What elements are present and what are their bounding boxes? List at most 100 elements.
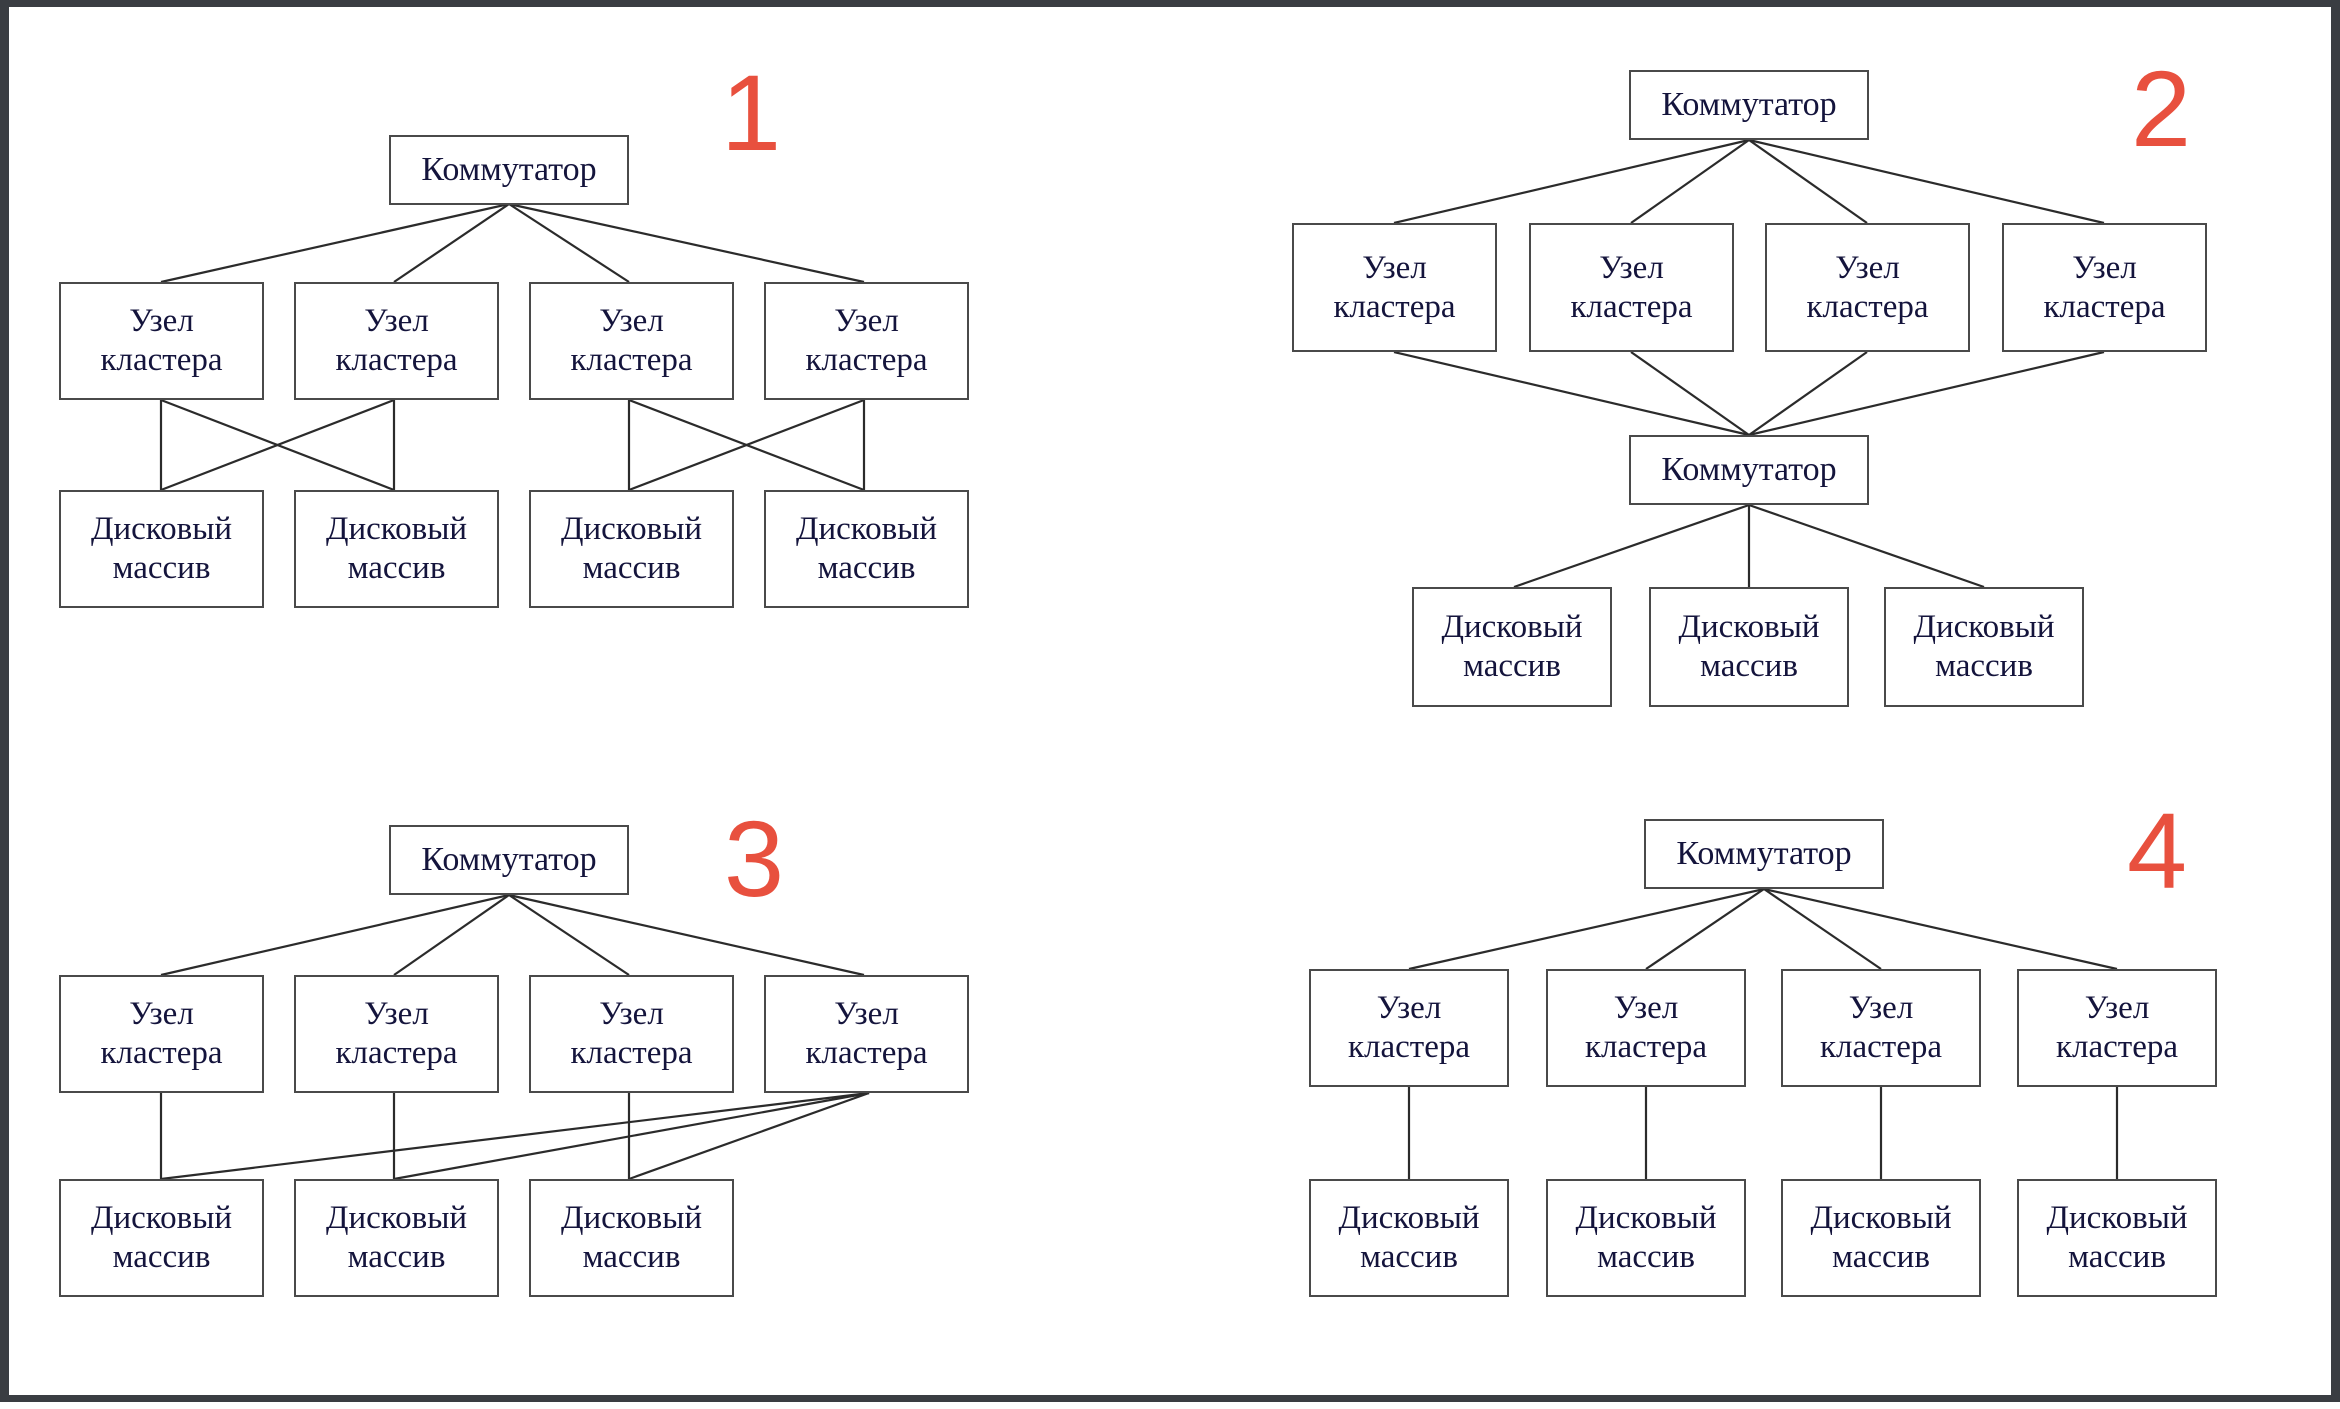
disk-label-line1: Дисковый xyxy=(325,1200,468,1237)
diagram-3-cluster-node-4[interactable]: Узел кластера xyxy=(764,975,969,1093)
disk-label-line2: массив xyxy=(347,1239,446,1275)
diagram-1-disk-array-4[interactable]: Дисковый массив xyxy=(764,490,969,608)
diagram-3-disk-array-2[interactable]: Дисковый массив xyxy=(294,1179,499,1297)
node-label-line2: кластера xyxy=(1819,1029,1942,1065)
diagram-1-switch[interactable]: Коммутатор xyxy=(389,135,629,205)
diagram-1-cluster-node-3[interactable]: Узел кластера xyxy=(529,282,734,400)
node-label-line1: Узел xyxy=(599,303,664,340)
diagram-3-cluster-node-3[interactable]: Узел кластера xyxy=(529,975,734,1093)
node-label-line1: Узел xyxy=(129,996,194,1033)
diagram-3-disk-array-1[interactable]: Дисковый массив xyxy=(59,1179,264,1297)
disk-label-line1: Дисковый xyxy=(1810,1200,1952,1237)
diagram-1-cluster-node-4[interactable]: Узел кластера xyxy=(764,282,969,400)
disk-label-line1: Дисковый xyxy=(1338,1200,1480,1237)
node-label-line2: кластера xyxy=(570,342,693,378)
diagram-1-disk-array-1[interactable]: Дисковый массив xyxy=(59,490,264,608)
diagram-4-cluster-node-4[interactable]: Узел кластера xyxy=(2017,969,2217,1087)
switch-label: Коммутатор xyxy=(421,150,597,188)
disk-label-line1: Дисковый xyxy=(90,511,233,548)
disk-label-line2: массив xyxy=(582,1239,681,1275)
disk-label-line1: Дисковый xyxy=(90,1200,233,1237)
node-label-line1: Узел xyxy=(1362,249,1427,286)
disk-label-line2: массив xyxy=(1597,1239,1695,1275)
node-label-line1: Узел xyxy=(1613,990,1679,1027)
diagram-4-switch[interactable]: Коммутатор xyxy=(1644,819,1884,889)
disk-label-line1: Дисковый xyxy=(1913,609,2055,646)
disk-label-line1: Дисковый xyxy=(1575,1200,1717,1237)
node-label-line2: кластера xyxy=(100,1035,223,1071)
diagram-4-disk-array-1[interactable]: Дисковый массив xyxy=(1309,1179,1509,1297)
diagram-2-cluster-node-2[interactable]: Узел кластера xyxy=(1529,223,1734,352)
disk-label-line2: массив xyxy=(112,1239,211,1275)
diagram-2-disk-array-2[interactable]: Дисковый массив xyxy=(1649,587,1849,707)
diagram-4-cluster-node-3[interactable]: Узел кластера xyxy=(1781,969,1981,1087)
disk-label-line2: массив xyxy=(1360,1239,1458,1275)
switch-label: Коммутатор xyxy=(1661,450,1837,488)
node-label-line2: кластера xyxy=(570,1035,693,1071)
disk-label-line1: Дисковый xyxy=(325,511,468,548)
disk-label-line1: Дисковый xyxy=(1678,609,1820,646)
diagram-2-cluster-node-1[interactable]: Узел кластера xyxy=(1292,223,1497,352)
disk-label-line2: массив xyxy=(817,550,916,586)
diagram-4-disk-array-4[interactable]: Дисковый массив xyxy=(2017,1179,2217,1297)
diagram-4-cluster-node-2[interactable]: Узел кластера xyxy=(1546,969,1746,1087)
disk-label-line2: массив xyxy=(1700,648,1798,684)
diagram-4-disk-array-3[interactable]: Дисковый массив xyxy=(1781,1179,1981,1297)
node-label-line1: Узел xyxy=(364,303,429,340)
switch-label: Коммутатор xyxy=(1661,85,1837,123)
diagram-3-number: 3 xyxy=(724,798,785,919)
diagram-2-switch-top[interactable]: Коммутатор xyxy=(1629,70,1869,140)
disk-label-line2: массив xyxy=(347,550,446,586)
node-label-line1: Узел xyxy=(1848,990,1914,1027)
node-label-line1: Узел xyxy=(1376,990,1442,1027)
node-label-line2: кластера xyxy=(805,342,928,378)
diagram-3-switch[interactable]: Коммутатор xyxy=(389,825,629,895)
node-label-line1: Узел xyxy=(129,303,194,340)
node-label-line2: кластера xyxy=(1584,1029,1707,1065)
diagram-4-disk-array-2[interactable]: Дисковый массив xyxy=(1546,1179,1746,1297)
disk-label-line2: массив xyxy=(1832,1239,1930,1275)
disk-label-line2: массив xyxy=(582,550,681,586)
node-label-line1: Узел xyxy=(834,303,899,340)
diagram-3-cluster-node-1[interactable]: Узел кластера xyxy=(59,975,264,1093)
diagram-1-cluster-node-2[interactable]: Узел кластера xyxy=(294,282,499,400)
node-label-line1: Узел xyxy=(1599,249,1664,286)
node-label-line2: кластера xyxy=(1570,288,1693,325)
node-label-line1: Узел xyxy=(599,996,664,1033)
node-label-line2: кластера xyxy=(805,1035,928,1071)
switch-label: Коммутатор xyxy=(421,840,597,878)
diagram-3-cluster-node-2[interactable]: Узел кластера xyxy=(294,975,499,1093)
node-label-line2: кластера xyxy=(335,342,458,378)
diagram-4-number: 4 xyxy=(2127,790,2188,911)
node-label-line1: Узел xyxy=(834,996,899,1033)
node-label-line2: кластера xyxy=(1333,288,1456,325)
node-label-line2: кластера xyxy=(1806,288,1929,325)
node-label-line2: кластера xyxy=(1347,1029,1470,1065)
diagram-2-disk-array-1[interactable]: Дисковый массив xyxy=(1412,587,1612,707)
node-label-line1: Узел xyxy=(1835,249,1900,286)
disk-label-line1: Дисковый xyxy=(2046,1200,2188,1237)
disk-label-line2: массив xyxy=(2068,1239,2166,1275)
diagram-3-disk-array-3[interactable]: Дисковый массив xyxy=(529,1179,734,1297)
diagram-2-cluster-node-3[interactable]: Узел кластера xyxy=(1765,223,1970,352)
disk-label-line1: Дисковый xyxy=(795,511,938,548)
disk-label-line1: Дисковый xyxy=(560,511,703,548)
diagram-1-disk-array-2[interactable]: Дисковый массив xyxy=(294,490,499,608)
node-label-line2: кластера xyxy=(2055,1029,2178,1065)
diagram-2-disk-array-3[interactable]: Дисковый массив xyxy=(1884,587,2084,707)
node-label-line2: кластера xyxy=(2043,288,2166,325)
disk-label-line1: Дисковый xyxy=(1441,609,1583,646)
diagram-4-cluster-node-1[interactable]: Узел кластера xyxy=(1309,969,1509,1087)
disk-label-line2: массив xyxy=(1935,648,2033,684)
node-label-line1: Узел xyxy=(2072,249,2137,286)
diagram-1-disk-array-3[interactable]: Дисковый массив xyxy=(529,490,734,608)
diagram-1-cluster-node-1[interactable]: Узел кластера xyxy=(59,282,264,400)
node-label-line2: кластера xyxy=(335,1035,458,1071)
diagram-1-number: 1 xyxy=(721,52,782,173)
diagram-2-cluster-node-4[interactable]: Узел кластера xyxy=(2002,223,2207,352)
node-label-line1: Узел xyxy=(364,996,429,1033)
disk-label-line2: массив xyxy=(1463,648,1561,684)
diagram-2-switch-bottom[interactable]: Коммутатор xyxy=(1629,435,1869,505)
disk-label-line1: Дисковый xyxy=(560,1200,703,1237)
